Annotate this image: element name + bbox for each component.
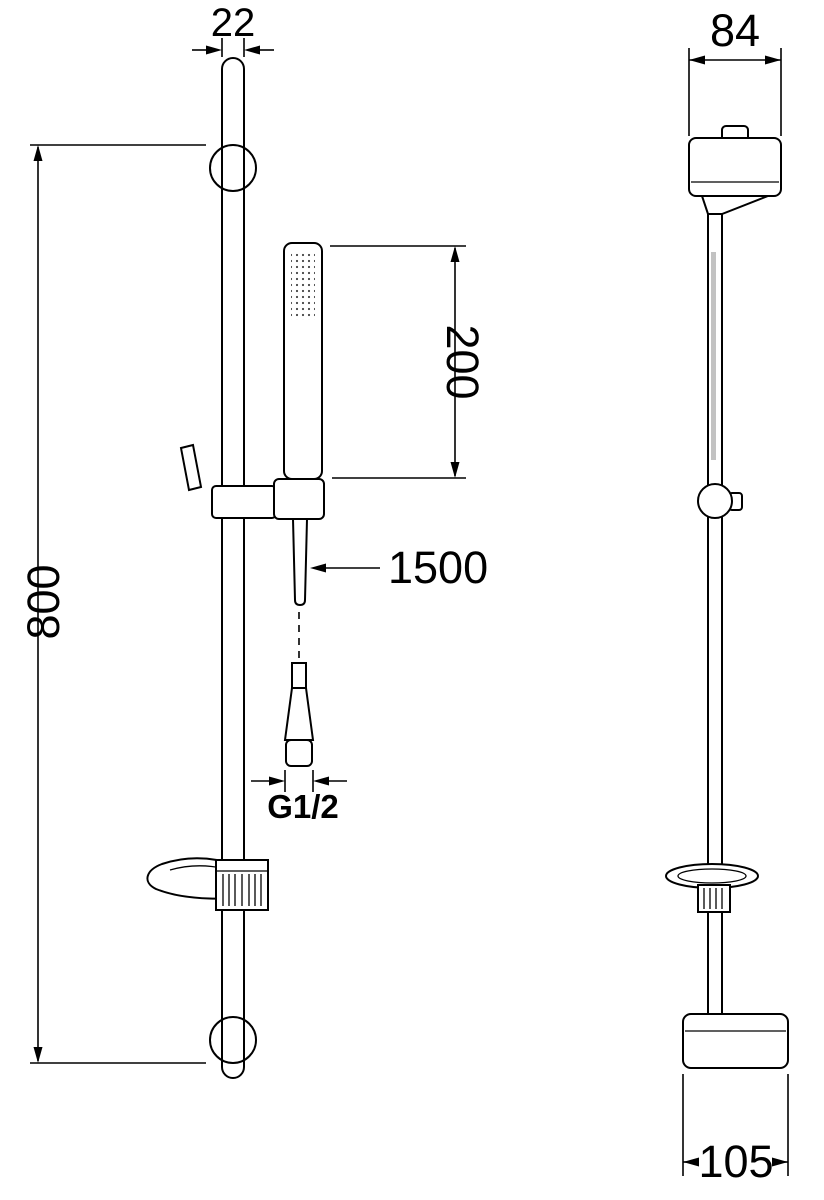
rail-groove <box>711 252 716 460</box>
bottom-bracket-side <box>682 1013 789 1069</box>
arrowhead <box>313 776 329 786</box>
dimension-bottom-bracket-width: 105 <box>682 1074 789 1187</box>
dimension-hose-length: 1500 <box>310 542 488 593</box>
dimension-rail-width: 22 <box>192 1 274 57</box>
top-bracket-width-label: 84 <box>710 5 760 56</box>
arrowhead <box>683 1157 699 1167</box>
soap-dish-knurl-side <box>703 888 723 909</box>
bottom-bracket-body <box>682 1013 789 1069</box>
bottom-wall-mount <box>209 1016 257 1064</box>
overall-height-label: 800 <box>18 564 69 639</box>
arrowhead <box>450 246 460 262</box>
top-bracket-side <box>688 125 782 215</box>
spray-face <box>291 252 315 320</box>
hose-outlet <box>283 518 315 767</box>
arrowhead <box>33 145 43 161</box>
slide-rail <box>221 57 245 1079</box>
connector-stub <box>291 662 307 689</box>
handshower <box>283 242 323 480</box>
hose-stem <box>291 518 309 607</box>
bottom-bracket-width-label: 105 <box>698 1136 773 1187</box>
rail-width-label: 22 <box>211 1 256 45</box>
handshower-length-label: 200 <box>437 324 488 399</box>
slider-collar <box>211 485 277 519</box>
dimension-top-bracket-width: 84 <box>688 5 782 136</box>
front-view: 22 800 200 1500 <box>18 1 488 1079</box>
slider-holder <box>179 443 325 520</box>
arrowhead <box>269 776 285 786</box>
arrowhead <box>244 45 260 55</box>
dimension-overall-height: 800 <box>18 144 206 1064</box>
soap-dish-front <box>146 857 269 911</box>
arrowhead <box>206 45 222 55</box>
arrowhead <box>765 55 781 65</box>
slider-lever <box>179 443 203 492</box>
handshower-cup <box>273 478 325 520</box>
top-wall-mount <box>209 144 257 192</box>
arrowhead <box>310 563 326 573</box>
slider-side <box>697 483 743 519</box>
arrowhead <box>689 55 705 65</box>
soap-dish-rim <box>677 868 747 884</box>
bracket-neck <box>700 195 769 215</box>
soap-dish-side <box>665 863 759 913</box>
hose-length-label: 1500 <box>388 542 488 593</box>
soap-dish-collar-side <box>697 884 731 913</box>
soap-dish-knurl <box>222 874 262 906</box>
arrowhead <box>450 462 460 478</box>
arrowhead <box>33 1047 43 1063</box>
connector-cone <box>283 687 315 741</box>
arrowhead <box>772 1157 788 1167</box>
dimension-handshower-length: 200 <box>330 245 488 479</box>
connector-nut <box>285 739 313 767</box>
dimension-thread-size: G1/2 <box>251 770 347 825</box>
thread-size-label: G1/2 <box>267 788 339 825</box>
side-view: 84 105 <box>665 5 789 1187</box>
bracket-body <box>688 137 782 197</box>
slider-ring <box>697 483 733 519</box>
